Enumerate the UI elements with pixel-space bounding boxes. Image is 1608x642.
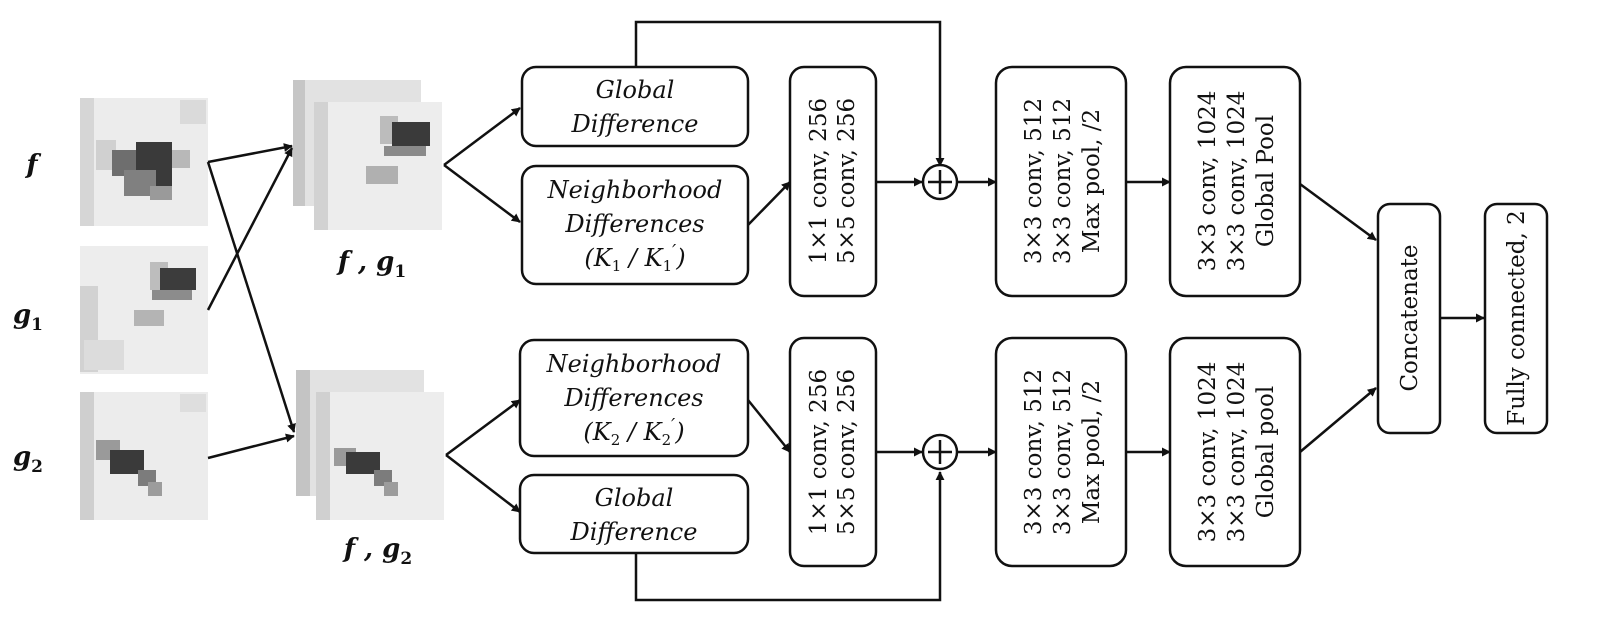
sum-node-bottom <box>921 433 959 471</box>
svg-text:1×1 conv, 256: 1×1 conv, 256 <box>806 98 832 264</box>
bottom-conv-block-2: 3×3 conv, 512 3×3 conv, 512 Max pool, /2 <box>994 336 1128 568</box>
pair-label-f-g1: f , g1 <box>336 247 406 282</box>
arrow-pair-top-to-global <box>443 107 521 166</box>
svg-text:Concatenate: Concatenate <box>1397 244 1423 391</box>
svg-text:Global: Global <box>596 76 675 104</box>
svg-text:Global pool: Global pool <box>1253 386 1279 518</box>
svg-text:1×1 conv, 256: 1×1 conv, 256 <box>806 369 832 535</box>
stacked-pair-top <box>293 80 442 230</box>
stacked-pair-bottom <box>296 370 444 520</box>
concatenate-box: Concatenate <box>1376 202 1442 435</box>
svg-text:3×3 conv, 512: 3×3 conv, 512 <box>1050 369 1076 535</box>
arrow-g2-to-pair-bottom <box>207 433 295 460</box>
arrow-pair-top-to-neighborhood <box>443 164 521 223</box>
skip-connection-bottom <box>634 471 945 602</box>
arrow-neighborhood-top-to-conv1 <box>747 181 791 226</box>
svg-text:Max pool, /2: Max pool, /2 <box>1079 380 1105 524</box>
skip-connection-top <box>634 20 945 167</box>
bottom-neighborhood-differences-box: Neighborhood Differences (K2 / K2′) <box>518 338 750 458</box>
sum-node-top <box>921 163 959 201</box>
fully-connected-box: Fully connected, 2 <box>1483 202 1549 435</box>
svg-text:3×3 conv, 512: 3×3 conv, 512 <box>1021 98 1047 264</box>
arrow-conv3-bottom-to-concat <box>1299 387 1377 453</box>
top-conv-block-3: 3×3 conv, 1024 3×3 conv, 1024 Global Poo… <box>1168 65 1302 298</box>
bottom-conv-block-3: 3×3 conv, 1024 3×3 conv, 1024 Global poo… <box>1168 336 1302 568</box>
image-patch-g2 <box>80 392 208 520</box>
bottom-global-difference-box: Global Difference <box>518 473 750 555</box>
svg-text:3×3 conv, 1024: 3×3 conv, 1024 <box>1224 362 1250 543</box>
svg-text:Neighborhood: Neighborhood <box>547 176 723 204</box>
svg-text:Differences: Differences <box>563 384 703 412</box>
arrow-pair-bottom-to-global <box>445 454 521 513</box>
svg-text:Neighborhood: Neighborhood <box>546 350 722 378</box>
svg-text:(K2 / K2′): (K2 / K2′) <box>583 415 684 449</box>
svg-text:3×3 conv, 512: 3×3 conv, 512 <box>1021 369 1047 535</box>
arrow-pair-bottom-to-neighborhood <box>445 398 521 457</box>
svg-text:Max pool, /2: Max pool, /2 <box>1079 109 1105 253</box>
svg-text:3×3 conv, 1024: 3×3 conv, 1024 <box>1224 91 1250 272</box>
arrow-neighborhood-bottom-to-conv1 <box>747 399 791 453</box>
top-conv-block-1: 1×1 conv, 256 5×5 conv, 256 <box>788 65 878 298</box>
pair-label-f-g2: f , g2 <box>342 534 412 569</box>
image-patch-g1 <box>80 246 208 374</box>
top-global-difference-box: Global Difference <box>520 65 750 148</box>
arrow-conv3-top-to-concat <box>1299 182 1377 242</box>
svg-text:Difference: Difference <box>571 110 699 138</box>
svg-text:3×3 conv, 1024: 3×3 conv, 1024 <box>1195 362 1221 543</box>
svg-text:Global Pool: Global Pool <box>1253 115 1279 247</box>
label-f: f <box>24 150 41 180</box>
bottom-conv-block-1: 1×1 conv, 256 5×5 conv, 256 <box>788 336 878 568</box>
svg-text:Difference: Difference <box>570 518 698 546</box>
label-g1: g1 <box>13 300 43 335</box>
svg-text:5×5 conv, 256: 5×5 conv, 256 <box>834 98 860 264</box>
svg-text:3×3 conv, 1024: 3×3 conv, 1024 <box>1195 91 1221 272</box>
svg-text:Differences: Differences <box>564 210 704 238</box>
svg-text:Global: Global <box>595 484 674 512</box>
svg-text:5×5 conv, 256: 5×5 conv, 256 <box>834 369 860 535</box>
top-conv-block-2: 3×3 conv, 512 3×3 conv, 512 Max pool, /2 <box>994 65 1128 298</box>
svg-text:Fully connected, 2: Fully connected, 2 <box>1504 210 1530 425</box>
label-g2: g2 <box>13 442 43 477</box>
arrow-g1-to-pair-top <box>206 147 294 311</box>
image-patch-f <box>80 98 208 226</box>
svg-text:3×3 conv, 512: 3×3 conv, 512 <box>1050 98 1076 264</box>
top-neighborhood-differences-box: Neighborhood Differences (K1 / K1′) <box>520 164 750 286</box>
arrow-f-to-pair-bottom <box>206 161 296 433</box>
arrow-f-to-pair-top <box>207 143 293 164</box>
